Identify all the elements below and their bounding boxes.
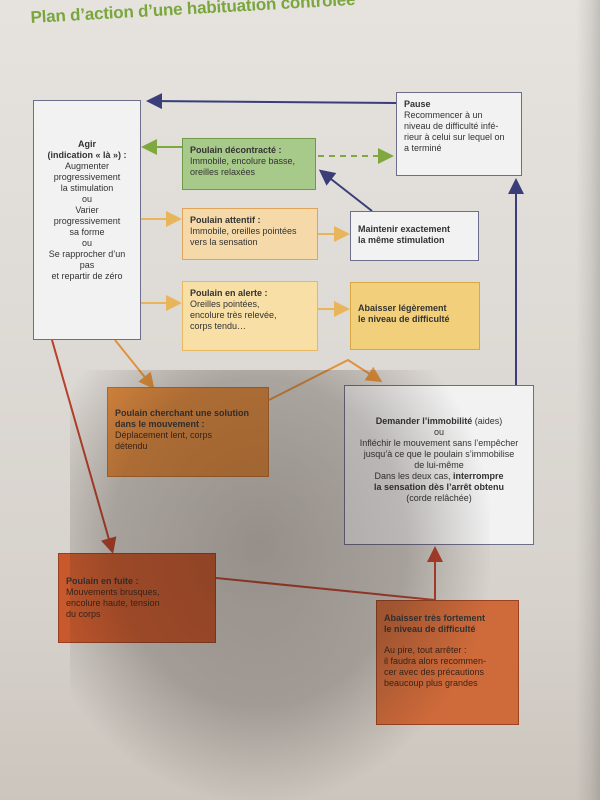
box-maintenir-stimulation: Maintenir exactement la même stimulation: [350, 211, 479, 261]
box-pause: Pause Recommencer à un niveau de difficu…: [396, 92, 522, 176]
fuite-heading: Poulain en fuite :: [66, 576, 139, 586]
immobilite-line1-bold: Demander l’immobilité: [375, 416, 473, 426]
box-poulain-solution: Poulain cherchant une solution dans le m…: [107, 387, 269, 477]
attentif-heading: Poulain attentif :: [190, 215, 261, 225]
immobilite-end: (corde relâchée): [406, 493, 472, 503]
fuite-text: Mouvements brusques, encolure haute, ten…: [66, 587, 160, 619]
solution-text: Déplacement lent, corps détendu: [115, 430, 213, 451]
decontracte-text: Immobile, encolure basse, oreilles relax…: [190, 156, 296, 177]
arrow-pause-to-agir: [146, 93, 397, 110]
immobilite-body: ou Infléchir le mouvement sans l’empêche…: [352, 427, 526, 493]
immobilite-bold2: interrompre la sensation dès l’arrêt obt…: [373, 471, 505, 492]
box-agir: Agir (indication « là ») : Augmenter pro…: [33, 100, 141, 340]
box-abaisser-fortement: Abaisser très fortement le niveau de dif…: [376, 600, 519, 725]
box-poulain-decontracte: Poulain décontracté : Immobile, encolure…: [182, 138, 316, 190]
box-poulain-fuite: Poulain en fuite : Mouvements brusques, …: [58, 553, 216, 643]
abaisser-leger-heading: Abaisser légèrement le niveau de difficu…: [358, 303, 450, 324]
box-abaisser-legerement: Abaisser légèrement le niveau de difficu…: [350, 282, 480, 350]
abaisser-fort-text: Au pire, tout arrêter : il faudra alors …: [384, 645, 487, 688]
page-spine-shadow: [576, 0, 600, 800]
abaisser-fort-heading: Abaisser très fortement le niveau de dif…: [384, 613, 486, 634]
maintenir-heading: Maintenir exactement la même stimulation: [358, 224, 451, 245]
alerte-text: Oreilles pointées, encolure très relevée…: [190, 299, 277, 331]
attentif-text: Immobile, oreilles pointées vers la sens…: [190, 226, 297, 247]
agir-heading: Agir (indication « là ») :: [47, 139, 127, 160]
decontracte-heading: Poulain décontracté :: [190, 145, 282, 155]
pause-heading: Pause: [404, 99, 431, 109]
immobilite-middle: ou Infléchir le mouvement sans l’empêche…: [359, 427, 519, 481]
alerte-heading: Poulain en alerte :: [190, 288, 268, 298]
box-poulain-attentif: Poulain attentif : Immobile, oreilles po…: [182, 208, 318, 260]
arrow-solution-to-immobilite: [268, 358, 383, 401]
solution-heading: Poulain cherchant une solution dans le m…: [115, 408, 250, 429]
pause-text: Recommencer à un niveau de difficulté in…: [404, 110, 505, 153]
arrow-agir-to-solution: [114, 339, 155, 390]
agir-text: Augmenter progressivement la stimulation…: [48, 161, 126, 281]
immobilite-line1: Demander l’immobilité (aides): [352, 416, 526, 427]
box-demander-immobilite: Demander l’immobilité (aides) ou Infléch…: [344, 385, 534, 545]
immobilite-line1-rest: (aides): [472, 416, 503, 426]
arrow-maintenir-to-decontracte: [318, 169, 373, 212]
box-poulain-alerte: Poulain en alerte : Oreilles pointées, e…: [182, 281, 318, 351]
arrow-agir-to-fuite: [51, 339, 117, 554]
arrow-fuite-to-immobilite: [215, 546, 443, 602]
